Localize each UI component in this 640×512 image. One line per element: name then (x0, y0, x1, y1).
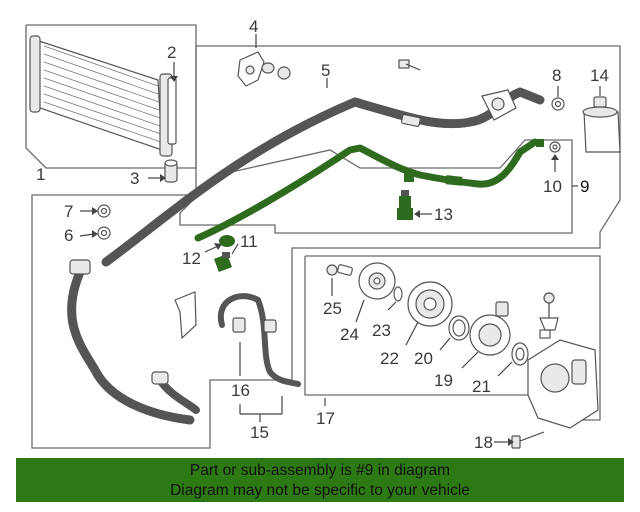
callout-9: 9 (580, 177, 589, 196)
callout-23: 23 (372, 321, 391, 340)
callout-20: 20 (414, 349, 433, 368)
receiver-drier-part-14 (582, 96, 621, 153)
callout-13: 13 (434, 205, 453, 224)
bracket-part-4 (237, 51, 291, 87)
liquid-line (217, 293, 301, 387)
callout-17: 17 (316, 409, 335, 428)
callout-1: 1 (36, 165, 45, 184)
callout-10: 10 (543, 177, 562, 196)
callout-6: 6 (64, 226, 73, 245)
compressor-group (326, 262, 599, 449)
callout-19: 19 (434, 371, 453, 390)
o-ring-part-8 (551, 97, 565, 111)
callout-15: 15 (250, 423, 269, 442)
callout-25: 25 (323, 299, 342, 318)
highlighted-line-assembly-9 (194, 138, 561, 272)
callout-21: 21 (472, 377, 491, 396)
banner-line-1: Part or sub-assembly is #9 in diagram (189, 462, 451, 479)
callout-16: 16 (231, 381, 250, 400)
callout-3: 3 (130, 169, 139, 188)
callout-5: 5 (321, 61, 330, 80)
callout-4: 4 (249, 17, 258, 36)
callout-18: 18 (474, 433, 493, 452)
line-bracket (174, 291, 197, 340)
callout-11: 11 (240, 232, 258, 251)
bolt-near-5 (398, 59, 421, 71)
plug-part-3 (164, 159, 178, 183)
leader-lines (79, 34, 601, 446)
callout-2: 2 (167, 43, 176, 62)
callout-8: 8 (552, 66, 561, 85)
suction-line (101, 87, 545, 267)
condenser (29, 35, 177, 157)
left-hose-assembly (67, 204, 200, 425)
info-banner: Part or sub-assembly is #9 in diagram Di… (16, 458, 624, 502)
parts-diagram: 1 2 3 4 5 6 7 8 9 10 11 12 13 14 15 16 1… (25, 17, 621, 452)
callout-12: 12 (182, 249, 201, 268)
banner-line-2: Diagram may not be specific to your vehi… (170, 482, 470, 499)
callout-14: 14 (590, 66, 609, 85)
callout-22: 22 (380, 349, 399, 368)
callout-24: 24 (340, 325, 359, 344)
callout-7: 7 (64, 202, 73, 221)
callout-numbers: 1 2 3 4 5 6 7 8 9 10 11 12 13 14 15 16 1… (36, 17, 609, 452)
